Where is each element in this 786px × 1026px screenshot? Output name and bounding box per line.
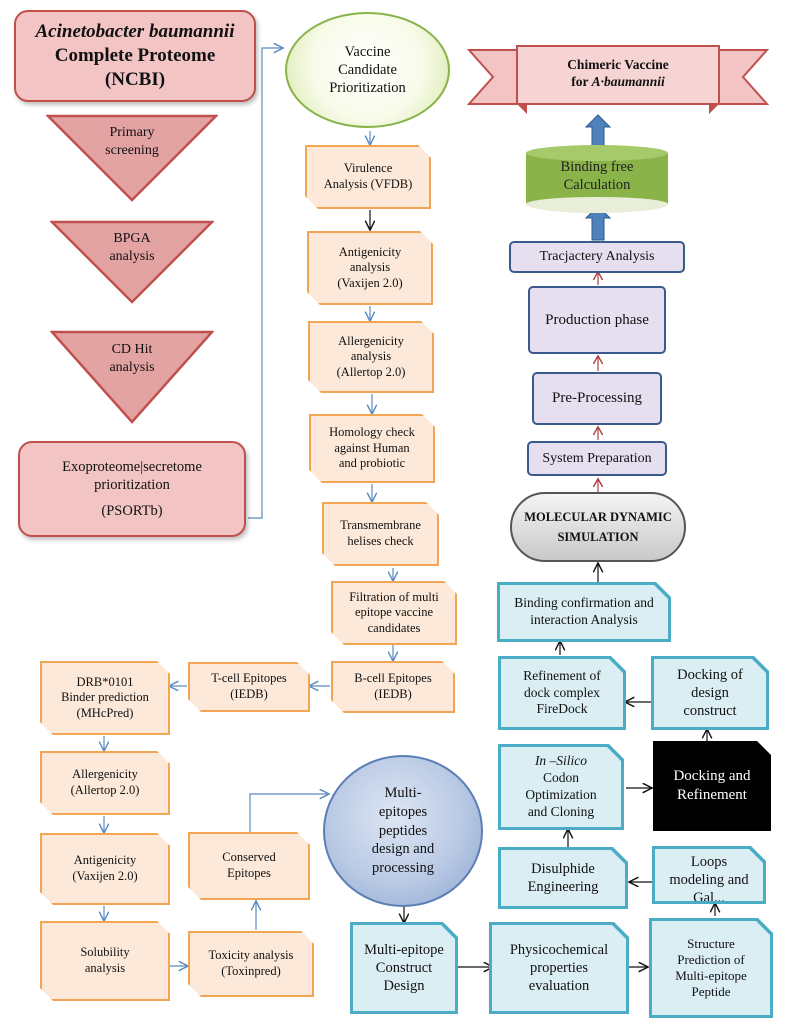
md-simulation-pill: MOLECULAR DYNAMIC SIMULATION [510,492,686,562]
system-prep-box: System Preparation [527,441,667,476]
loops-box: Loops modeling and Gal... [652,846,766,904]
cdhit-label: CD Hit analysis [109,342,155,376]
production-box: Production phase [528,286,666,354]
transmembrane-box: Transmembrane helises check [322,502,439,566]
allergenicity-box: Allergenicity analysis (Allertop 2.0) [308,321,434,393]
codon-box: In –Silico Codon Optimization and Clonin… [498,744,624,830]
exoproteome-box: Exoproteome|secretome prioritization (PS… [18,441,246,537]
block-arrow-up [584,205,612,241]
link-psortb-to-prioritization [248,48,282,519]
primary-screening-triangle [46,114,218,202]
structure-box: Structure Prediction of Multi-epitope Pe… [649,918,773,1018]
physico-box: Physicochemical properties evaluation [489,922,629,1014]
docking-refinement-box: Docking and Refinement [653,741,771,831]
disulphide-box: Disulphide Engineering [498,847,628,909]
homology-box: Homology check against Human and probiot… [309,414,435,483]
virulence-box: Virulence Analysis (VFDB) [305,145,431,209]
refinement-box: Refinement of dock complex FireDock [498,656,626,730]
antigenicity-box: Antigenicity analysis (Vaxijen 2.0) [307,231,433,305]
proteome-box: Acinetobacter baumannii Complete Proteom… [14,10,256,102]
bpga-triangle [50,220,214,304]
conserved-box: Conserved Epitopes [188,832,310,900]
filtration-box: Filtration of multi epitope vaccine cand… [331,581,457,645]
preprocessing-box: Pre-Processing [532,372,662,425]
multi-epitope-circle: Multi- epitopes peptides design and proc… [323,755,483,907]
antigenicity2-box: Antigenicity (Vaxijen 2.0) [40,833,170,905]
binding-confirm-box: Binding confirmation and interaction Ana… [497,582,671,642]
bcell-box: B-cell Epitopes (IEDB) [331,661,455,713]
toxicity-box: Toxicity analysis (Toxinpred) [188,931,314,997]
solubility-box: Solubility analysis [40,921,170,1001]
drb-box: DRB*0101 Binder prediction (MHcPred) [40,661,170,735]
chimeric-label: Chimeric Vaccine for A·baumannii [567,57,669,89]
docking-design-box: Docking of design construct [651,656,769,730]
primary-screening-label: Primary screening [105,125,159,159]
trajectory-box: Tracjactery Analysis [509,241,685,273]
bpga-label: BPGA analysis [109,231,155,265]
allergenicity2-box: Allergenicity (Allertop 2.0) [40,751,170,815]
cdhit-triangle [50,330,214,424]
binding-free-cylinder: Binding free Calculation [526,145,668,213]
construct-box: Multi-epitope Construct Design [350,922,458,1014]
tcell-box: T-cell Epitopes (IEDB) [188,662,310,712]
prioritization-ellipse: Vaccine Candidate Prioritization [285,12,450,128]
chimeric-banner [467,45,769,114]
